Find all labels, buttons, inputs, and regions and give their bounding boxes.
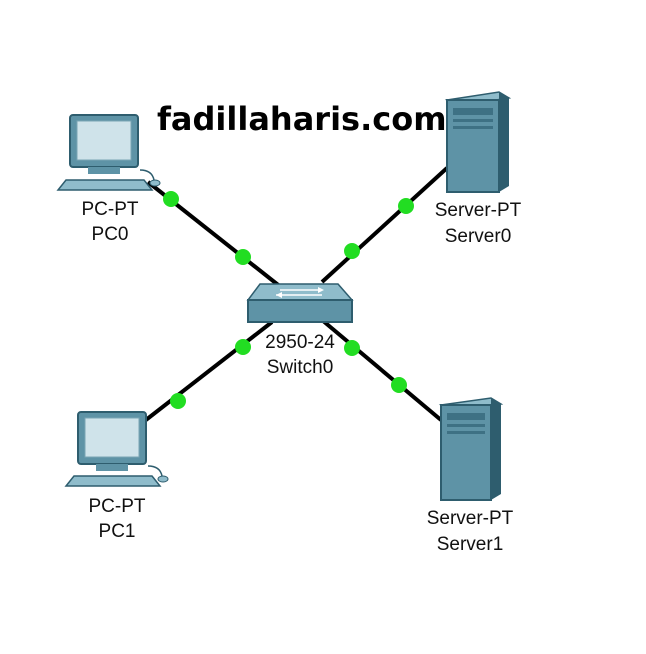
link-status-light-pc1-end <box>170 393 186 409</box>
pc-icon <box>56 114 161 191</box>
device-model-label: PC-PT <box>89 496 146 517</box>
link-status-light-switch-end <box>235 249 251 265</box>
link-server1-switch0[interactable] <box>320 318 443 422</box>
device-name-label: PC0 <box>92 224 129 245</box>
link-status-light-switch-end <box>344 340 360 356</box>
device-name-label: PC1 <box>99 521 136 542</box>
device-server0[interactable]: Server-PT Server0 <box>435 91 522 247</box>
device-pc1[interactable]: PC-PT PC1 <box>64 411 169 542</box>
link-pc1-switch0[interactable] <box>140 320 274 425</box>
watermark-text: fadillaharis.com <box>157 100 447 138</box>
device-model-label: Server-PT <box>427 508 514 529</box>
link-status-light-switch-end <box>344 243 360 259</box>
device-model-label: PC-PT <box>82 199 139 220</box>
device-pc0[interactable]: PC-PT PC0 <box>56 114 161 245</box>
device-name-label: Switch0 <box>267 357 334 378</box>
server-icon <box>438 397 504 501</box>
device-name-label: Server1 <box>437 534 504 555</box>
link-pc0-switch0[interactable] <box>146 180 284 290</box>
device-model-label: 2950-24 <box>265 332 335 353</box>
server-icon <box>444 91 512 193</box>
link-status-light-pc0-end <box>163 191 179 207</box>
pc-icon <box>64 411 169 487</box>
links <box>140 166 449 425</box>
link-line <box>320 318 443 422</box>
link-line <box>140 320 274 425</box>
device-switch0[interactable]: 2950-24 Switch0 <box>246 283 354 378</box>
device-name-label: Server0 <box>445 226 512 247</box>
link-status-light-switch-end <box>235 339 251 355</box>
link-status-light-server1-end <box>391 377 407 393</box>
link-server0-switch0[interactable] <box>320 166 449 284</box>
device-server1[interactable]: Server-PT Server1 <box>427 397 514 555</box>
link-status-light-server0-end <box>398 198 414 214</box>
device-model-label: Server-PT <box>435 200 522 221</box>
switch-icon <box>246 283 354 323</box>
link-line <box>320 166 449 284</box>
